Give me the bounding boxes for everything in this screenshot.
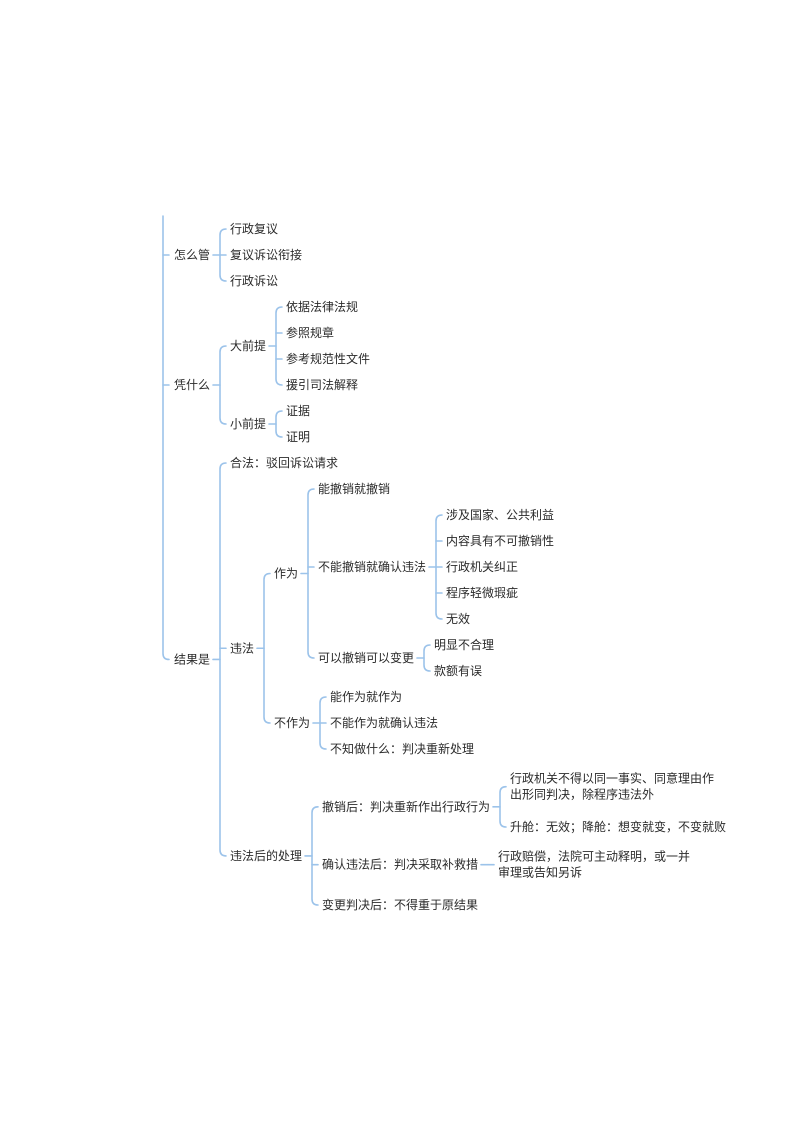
mind-map-node: 行政复议	[230, 222, 278, 236]
mind-map-node: 款额有误	[434, 664, 482, 678]
connector-2-1-0-2-bracket	[423, 644, 431, 672]
mind-map-connectors	[162, 215, 507, 906]
mind-map-node: 行政赔偿，法院可主动释明，或一并审理或告知另诉	[498, 849, 690, 880]
mind-map-node: 确认违法后：判决采取补救措	[322, 857, 478, 872]
mind-map-node: 大前提	[230, 338, 266, 353]
mind-map-node: 违法	[230, 641, 254, 655]
mind-map-node: 内容具有不可撤销性	[446, 533, 554, 548]
mind-map-node: 参照规章	[286, 325, 334, 340]
mind-map-node: 不知做什么：判决重新处理	[330, 741, 474, 756]
mind-map-node: 行政诉讼	[230, 274, 278, 288]
mind-map-node: 小前提	[230, 416, 266, 431]
mind-map-node: 能撤销就撤销	[318, 481, 390, 496]
mind-map-node: 证据	[286, 404, 310, 418]
mind-map-node: 违法后的处理	[230, 848, 302, 863]
mind-map-node: 升舱：无效；降舱：想变就变，不变就败	[510, 819, 726, 834]
mind-map-node: 不作为	[274, 716, 310, 730]
mind-map-node: 参考规范性文件	[286, 351, 370, 366]
mind-map-node: 行政机关不得以同一事实、同意理由作出形同判决，除程序违法外	[510, 771, 714, 802]
mind-map-node: 复议诉讼衔接	[230, 247, 302, 262]
mind-map-node: 作为	[274, 567, 298, 581]
mind-map-node: 合法：驳回诉讼请求	[230, 455, 338, 470]
connector-2-1-bracket	[263, 572, 271, 724]
connector-1-1-bracket	[275, 410, 283, 438]
mind-map-node: 援引司法解释	[286, 378, 358, 392]
mind-map-node: 变更判决后：不得重于原结果	[322, 897, 478, 912]
mind-map-node: 行政机关纠正	[446, 560, 518, 574]
connector-1-0-bracket	[275, 306, 283, 386]
mind-map-node: 涉及国家、公共利益	[446, 507, 554, 522]
mind-map-node: 凭什么	[174, 377, 210, 392]
mind-map-node: 可以撤销可以变更	[318, 650, 414, 665]
mind-map-node: 不能作为就确认违法	[330, 716, 438, 730]
mind-map-node: 无效	[446, 611, 470, 626]
mind-map-node: 结果是	[174, 652, 210, 666]
mind-map-node: 不能撤销就确认违法	[318, 559, 426, 574]
mind-map-node: 怎么管	[174, 247, 210, 262]
root-spine	[162, 215, 170, 661]
mind-map-node: 依据法律法规	[286, 299, 358, 314]
connector-2-1-0-bracket	[307, 488, 315, 659]
mind-map-node: 证明	[286, 430, 310, 444]
connector-2-2-bracket	[311, 806, 319, 906]
connector-1-bracket	[219, 345, 227, 425]
connector-2-bracket	[219, 462, 227, 857]
mind-map-node: 能作为就作为	[330, 690, 402, 704]
mind-map-node: 程序轻微瑕疵	[446, 585, 518, 600]
mind-map-node: 明显不合理	[434, 637, 494, 652]
mind-map-node: 撤销后：判决重新作出行政行为	[322, 799, 490, 814]
connector-2-2-0-bracket	[499, 785, 507, 828]
